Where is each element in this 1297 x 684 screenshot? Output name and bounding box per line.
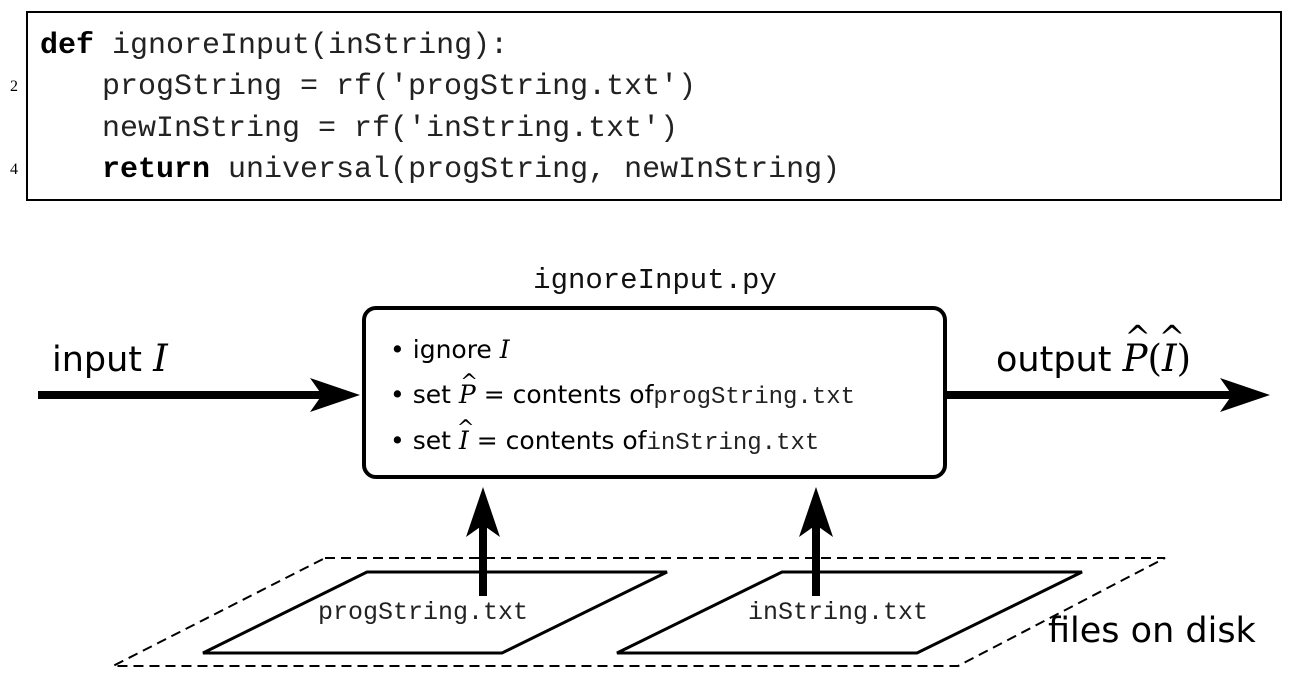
- symbol-i: I: [499, 335, 510, 364]
- code-line: return universal(progString, newInString…: [40, 149, 840, 191]
- file-in-shape: [616, 570, 1083, 655]
- code-line: progString = rf('progString.txt'): [40, 66, 696, 108]
- code-line: def ignoreInput(inString):: [40, 25, 508, 67]
- bullet-text: = contents of: [483, 380, 654, 409]
- code-line: newInString = rf('inString.txt'): [40, 108, 678, 150]
- bullet-text: ignore: [412, 335, 492, 364]
- filename: progString.txt: [653, 384, 856, 411]
- code-text: ignoreInput(inString):: [94, 29, 509, 63]
- input-symbol: I: [153, 337, 168, 380]
- code-text: universal(progString, newInString): [210, 153, 841, 187]
- process-box: •ignore I •set P = contents ofprogString…: [362, 306, 947, 479]
- symbol-i-hat: I: [459, 424, 469, 458]
- bullet-prefix: set: [412, 380, 451, 409]
- input-label: input I: [52, 337, 168, 380]
- bullet-dot: •: [390, 380, 405, 409]
- code-text: progString = rf('progString.txt'): [102, 70, 697, 104]
- output-symbol-p: P: [1123, 337, 1148, 380]
- bullet-text: = contents of: [476, 426, 647, 455]
- symbol-p-hat: P: [459, 378, 476, 412]
- bullet-ignore: •ignore I: [390, 333, 510, 367]
- output-word: output: [996, 340, 1112, 380]
- in-file-arrow: [799, 487, 833, 596]
- code-listing: def ignoreInput(inString): progString = …: [26, 11, 1282, 201]
- filename: inString.txt: [646, 430, 820, 457]
- line-number: 2: [10, 78, 18, 95]
- file-prog-label: progString.txt: [318, 598, 529, 627]
- code-keyword: def: [40, 29, 95, 63]
- output-arrow: [947, 378, 1270, 412]
- disk-label: files on disk: [1048, 611, 1256, 651]
- input-arrow: [38, 378, 360, 412]
- bullet-set-p: •set P = contents ofprogString.txt: [390, 378, 855, 412]
- bullet-prefix: set: [412, 426, 451, 455]
- bullet-dot: •: [390, 335, 405, 364]
- code-text: newInString = rf('inString.txt'): [102, 112, 679, 146]
- disk-area: [112, 557, 1166, 667]
- bullet-dot: •: [390, 426, 405, 455]
- code-keyword: return: [102, 153, 211, 187]
- program-name: ignoreInput.py: [533, 264, 777, 297]
- input-word: input: [52, 340, 143, 380]
- file-prog-shape: [202, 570, 668, 655]
- output-label: output P(I): [996, 337, 1191, 380]
- file-in-label: inString.txt: [748, 598, 929, 627]
- line-number: 4: [10, 161, 18, 178]
- prog-file-arrow: [466, 487, 500, 596]
- bullet-set-i: •set I = contents ofinString.txt: [390, 424, 819, 458]
- output-symbol-i: I: [1162, 337, 1177, 380]
